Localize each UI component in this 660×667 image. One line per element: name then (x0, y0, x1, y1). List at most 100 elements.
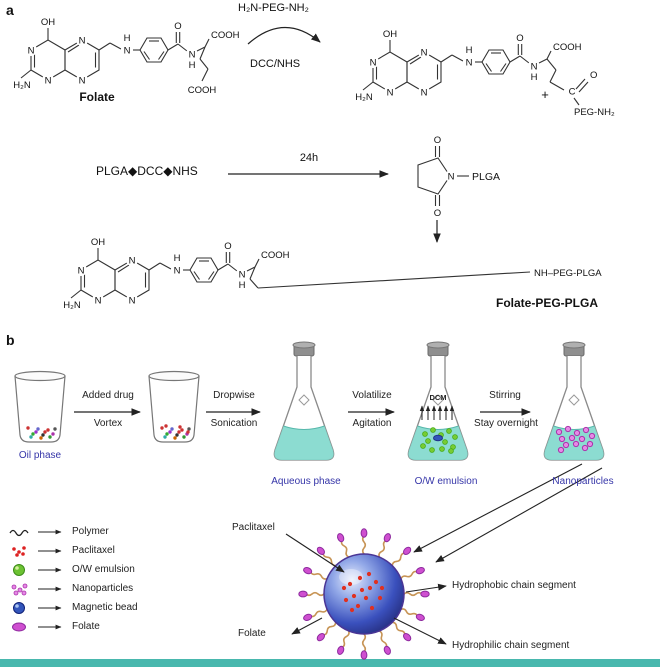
hydrophobic-callout-label: Hydrophobic chain segment (452, 580, 576, 591)
legend-arrow (38, 548, 62, 553)
emulsion-droplets (420, 427, 458, 454)
folate-tip (303, 613, 313, 621)
paclitaxel-dots (341, 571, 385, 613)
aqueous-phase-label: Aqueous phase (271, 476, 341, 487)
n-atom: N (448, 172, 455, 183)
legend-label-ow-emulsion: O/W emulsion (72, 564, 135, 575)
oil-phase-label: Oil phase (18, 450, 62, 461)
folate-tip (403, 546, 412, 555)
beaker-drug-added (148, 370, 200, 443)
ow-emulsion-icon (13, 563, 25, 576)
paclitaxel-callout-arrow (285, 533, 345, 573)
paclitaxel-callout-label: Paclitaxel (232, 522, 275, 533)
legend-item-paclitaxel: Paclitaxel (8, 541, 138, 560)
dcm-evaporation-arrows (419, 405, 455, 420)
nhs-plga-structure: O O N PLGA (417, 135, 500, 219)
step-3-top-label: Volatilize (352, 390, 392, 401)
nanoparticle-dots (555, 425, 596, 454)
nanoparticles-icon (11, 583, 28, 595)
panel-b-label: b (6, 332, 15, 348)
o-atom: O (590, 70, 597, 81)
folate-tip (316, 633, 325, 642)
folate-tip (360, 528, 368, 538)
legend-label-magnetic-bead: Magnetic bead (72, 602, 138, 613)
legend-arrow (38, 529, 62, 534)
step-2-bottom-label: Sonication (210, 418, 258, 429)
peg-nh2-label: PEG-NH₂ (574, 107, 615, 118)
product-caption: Folate-PEG-PLGA (495, 296, 598, 310)
o-atom: O (434, 135, 441, 146)
folate-tip (298, 590, 308, 598)
step-2-top-label: Dropwise (213, 390, 255, 401)
folate-callout-arrow (291, 617, 323, 635)
folate-callout-label: Folate (238, 628, 266, 639)
legend-arrow (38, 624, 62, 629)
polymer-corona (298, 528, 430, 660)
flask-to-particle-arrow-2 (435, 467, 603, 563)
cooh-label: COOH (553, 42, 582, 53)
magnetic-bead (433, 434, 443, 442)
folate-peg-plga-structure: COOH NH–PEG-PLGA (62, 236, 602, 312)
flask-to-particle-arrow-1 (413, 463, 583, 553)
step-3-bottom-label: Agitation (352, 418, 392, 429)
legend-arrow (38, 605, 62, 610)
nanoparticle-core (323, 553, 405, 635)
step-1-top-label: Added drug (82, 390, 134, 401)
legend-item-polymer: Polymer (8, 522, 138, 541)
folate-tip (360, 650, 368, 660)
folate-tip (337, 533, 345, 543)
folate-caption: Folate (79, 90, 115, 104)
reaction-time-label: 24h (299, 152, 319, 164)
legend-label-folate: Folate (72, 621, 100, 632)
c-atom: C (569, 87, 576, 98)
legend-item-ow-emulsion: O/W emulsion (8, 560, 138, 579)
panel-a-label: a (6, 2, 14, 18)
folate-tip (420, 590, 430, 598)
hydrophilic-callout-label: Hydrophilic chain segment (452, 640, 570, 651)
step-1-bottom-label: Vortex (93, 418, 123, 429)
reagent-coupling-label: DCC/NHS (250, 58, 301, 70)
legend-arrow (38, 567, 62, 572)
dcm-label: DCM (429, 393, 446, 402)
plus-sign: + (541, 87, 549, 102)
legend-label-polymer: Polymer (72, 526, 109, 537)
legend-arrow (38, 586, 62, 591)
folate-peg-structure: COOH C O PEG-NH₂ + (354, 28, 615, 118)
bottom-divider-bar (0, 659, 660, 667)
plga-label: PLGA (472, 171, 500, 183)
hydrophobic-callout-arrow (405, 583, 447, 593)
polymer-icon (9, 529, 29, 536)
o-atom: O (434, 208, 441, 219)
step-4-top-label: Stirring (489, 390, 521, 401)
folate-tip (415, 613, 425, 621)
legend-label-nanoparticles: Nanoparticles (72, 583, 134, 594)
folate-tip (316, 546, 325, 555)
magnetic-bead-icon (13, 601, 25, 614)
legend-item-magnetic-bead: Magnetic bead (8, 598, 138, 617)
legend-item-nanoparticles: Nanoparticles (8, 579, 138, 598)
legend-label-paclitaxel: Paclitaxel (72, 545, 115, 556)
nanoparticles-label: Nanoparticles (552, 476, 614, 487)
hydrophilic-callout-arrow (393, 617, 447, 645)
folate-tip (383, 645, 391, 655)
folate-icon (12, 622, 26, 631)
folate-tip (403, 633, 412, 642)
reagent-amine-label: H₂N-PEG-NH₂ (238, 2, 309, 14)
folate-tip (303, 567, 313, 575)
legend-item-folate: Folate (8, 617, 138, 636)
cooh-label: COOH (211, 30, 240, 41)
folate-tip (415, 567, 425, 575)
legend: Polymer Paclitaxel O/W emulsion Nanopart… (8, 522, 138, 636)
added-drug-dots (164, 424, 190, 434)
folate-tip (383, 533, 391, 543)
step-4-bottom-label: Stay overnight (474, 418, 538, 429)
reaction-1-arrow (247, 26, 321, 45)
folate-tip (337, 645, 345, 655)
cooh-label: COOH (261, 250, 290, 261)
nh-peg-plga-label: NH–PEG-PLGA (534, 268, 602, 279)
nanoparticle-sphere (298, 528, 430, 660)
flask-nanoparticles (543, 341, 605, 461)
cooh-label: COOH (188, 85, 217, 96)
ow-emulsion-label: O/W emulsion (414, 476, 478, 487)
